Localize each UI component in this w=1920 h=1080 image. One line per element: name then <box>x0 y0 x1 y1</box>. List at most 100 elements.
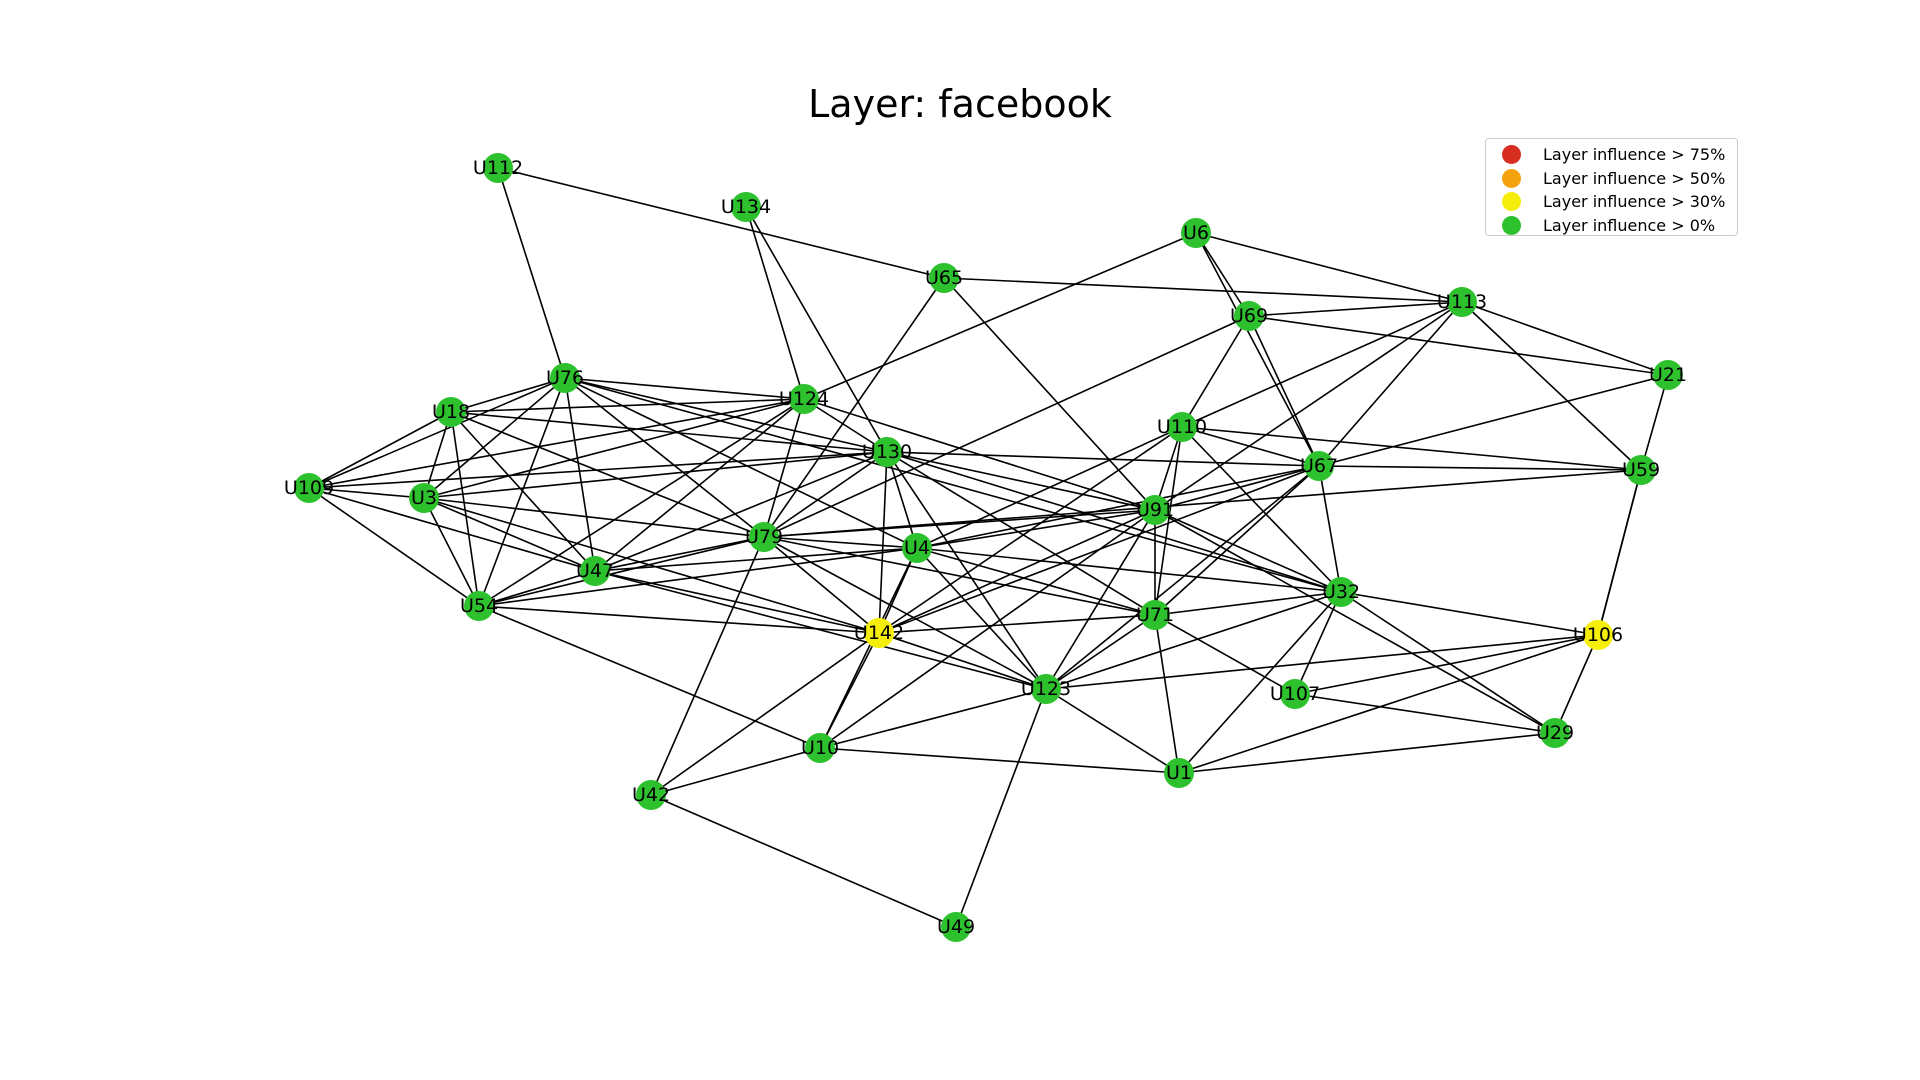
edge-u6-u124 <box>803 232 1197 400</box>
edge-u112-u76 <box>497 167 566 379</box>
legend-marker-30 <box>1502 192 1521 212</box>
edge-u65-u113 <box>943 277 1463 303</box>
node-u18: U18 <box>432 397 470 427</box>
node-marker <box>941 912 971 942</box>
edge-u130-u32 <box>886 451 1342 593</box>
edge-u113-u91 <box>1154 301 1463 511</box>
edge-u69-u21 <box>1248 315 1669 376</box>
edge-u21-u67 <box>1318 374 1669 467</box>
edge-u109-u54 <box>308 487 480 607</box>
edge-u124-u47 <box>594 398 805 572</box>
node-label: U18 <box>432 401 470 423</box>
node-label: U67 <box>1300 455 1338 477</box>
edge-u18-u109 <box>308 411 452 489</box>
figure-title: Layer: facebook <box>808 82 1112 126</box>
node-u3: U3 <box>409 483 439 513</box>
edge-layer <box>308 167 1669 928</box>
edge-u110-u67 <box>1181 426 1320 467</box>
node-u134: U134 <box>721 192 771 222</box>
edge-u106-u123 <box>1045 634 1599 690</box>
node-u10: U10 <box>801 733 839 763</box>
edge-u32-u1 <box>1178 591 1342 774</box>
node-label: U130 <box>862 441 912 463</box>
node-u124: U124 <box>779 384 829 414</box>
node-label: U142 <box>854 622 904 644</box>
edge-u109-u130 <box>308 451 888 489</box>
node-marker <box>1326 577 1356 607</box>
edge-u32-u29 <box>1340 591 1556 734</box>
edge-u79-u142 <box>763 536 880 634</box>
node-label: U107 <box>1270 683 1320 705</box>
edge-u79-u47 <box>594 536 765 572</box>
edge-u79-u4 <box>763 536 918 549</box>
node-u59: U59 <box>1622 455 1660 485</box>
edge-u113-u21 <box>1461 301 1669 376</box>
edge-u3-u47 <box>423 497 596 572</box>
node-marker <box>902 533 932 563</box>
node-label: U91 <box>1136 499 1174 521</box>
edge-u130-u67 <box>886 451 1320 467</box>
edge-u91-u79 <box>763 509 1156 538</box>
edge-u67-u123 <box>1045 465 1320 690</box>
edge-u4-u32 <box>916 547 1342 593</box>
node-layer: U112U134U6U65U113U69U21U76U18U124U110U13… <box>284 153 1687 942</box>
edge-u32-u106 <box>1340 591 1599 636</box>
node-marker <box>1653 360 1683 390</box>
edge-u67-u4 <box>916 465 1320 549</box>
edge-u76-u54 <box>478 377 566 607</box>
edge-u110-u59 <box>1181 426 1642 471</box>
edge-u4-u71 <box>916 547 1156 616</box>
node-marker <box>1181 218 1211 248</box>
edge-u32-u123 <box>1045 591 1342 690</box>
node-u107: U107 <box>1270 679 1320 709</box>
edge-u106-u29 <box>1554 634 1599 734</box>
edge-u32-u71 <box>1154 591 1342 616</box>
node-marker <box>789 384 819 414</box>
node-label: U110 <box>1157 416 1207 438</box>
edge-u110-u32 <box>1181 426 1342 593</box>
edge-u4-u47 <box>594 547 918 572</box>
edge-u67-u71 <box>1154 465 1320 616</box>
edge-u123-u10 <box>819 688 1047 749</box>
edge-u124-u109 <box>308 398 805 489</box>
legend-marker-75 <box>1502 145 1521 165</box>
edge-u76-u79 <box>564 377 765 538</box>
legend-marker-50 <box>1502 168 1521 188</box>
node-label: U79 <box>745 526 783 548</box>
node-label: U21 <box>1649 364 1687 386</box>
edge-u110-u4 <box>916 426 1183 549</box>
edge-u67-u91 <box>1154 465 1320 511</box>
edge-u113-u67 <box>1318 301 1463 467</box>
node-u65: U65 <box>925 263 963 293</box>
edge-u76-u32 <box>564 377 1342 593</box>
node-label: U1 <box>1166 762 1192 784</box>
node-marker <box>749 522 779 552</box>
edge-u124-u3 <box>423 398 805 499</box>
node-label: U109 <box>284 477 334 499</box>
edge-u6-u67 <box>1195 232 1320 467</box>
node-marker <box>1164 758 1194 788</box>
node-marker <box>436 397 466 427</box>
node-u47: U47 <box>576 556 614 586</box>
edge-u76-u3 <box>423 377 566 499</box>
node-u106: U106 <box>1573 620 1623 650</box>
edge-u112-u65 <box>497 167 945 279</box>
edge-u10-u42 <box>650 747 821 796</box>
edge-u124-u54 <box>478 398 805 607</box>
edge-u67-u32 <box>1318 465 1342 593</box>
node-label: U29 <box>1536 722 1574 744</box>
node-u112: U112 <box>473 153 523 183</box>
edge-u130-u91 <box>886 451 1156 511</box>
edge-u59-u79 <box>763 469 1642 538</box>
node-label: U42 <box>632 784 670 806</box>
node-marker <box>1626 455 1656 485</box>
edge-u4-u123 <box>916 547 1047 690</box>
node-marker <box>1447 287 1477 317</box>
legend-item-0: Layer influence > 0% <box>1492 214 1731 238</box>
node-u123: U123 <box>1021 674 1071 704</box>
node-label: U113 <box>1437 291 1487 313</box>
node-u113: U113 <box>1437 287 1487 317</box>
node-label: U47 <box>576 560 614 582</box>
node-label: U4 <box>904 537 930 559</box>
